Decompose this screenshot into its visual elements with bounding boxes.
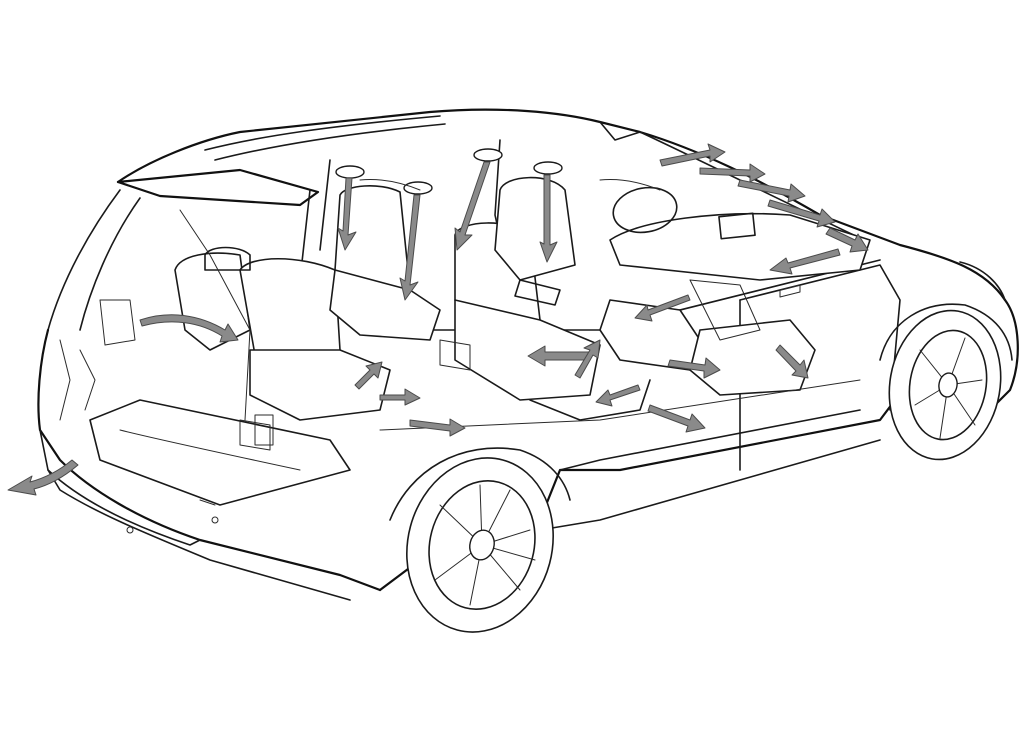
ceiling-vent-icon (533, 161, 563, 175)
front-seat-back (494, 176, 576, 281)
center-console (689, 279, 761, 341)
airflow-arrow-icon (399, 194, 421, 301)
third-row-headrest (204, 246, 251, 271)
third-row-latch (254, 414, 274, 446)
front-door-outline (739, 264, 901, 411)
second-row-seat-right-cushion (454, 299, 601, 401)
third-row-cushion (249, 349, 391, 421)
airflow-arrow-icon (737, 179, 806, 203)
rear-body-outline (37, 328, 382, 592)
front-wheel (879, 303, 1013, 461)
airflow-arrow-icon (647, 404, 706, 433)
rear-wheel-arch (389, 447, 571, 521)
ceiling-vents (335, 148, 563, 195)
airflow-arrow-icon (825, 227, 869, 253)
door-handle (779, 284, 801, 298)
airflow-arrow-icon (454, 161, 491, 251)
front-wheel-arch (879, 303, 1013, 361)
airflow-arrow-icon (354, 361, 383, 390)
airflow-arrow-icon (769, 248, 841, 275)
ceiling-vent-icon (473, 148, 503, 162)
second-row-seat-base (529, 379, 651, 421)
airflow-arrow-icon (139, 314, 239, 343)
rear-bumper (39, 429, 201, 546)
c-pillar-2 (319, 159, 331, 251)
rear-bumper-lower (47, 469, 351, 601)
side-body-line (559, 409, 861, 471)
steering-wheel (612, 186, 678, 234)
roof-rail-inner (214, 123, 446, 161)
rear-hub (469, 529, 495, 561)
ceiling-vent-icon (335, 165, 365, 179)
airflow-arrow-icon (699, 163, 766, 183)
front-rim (908, 329, 988, 441)
passenger-seat (689, 319, 816, 396)
airflow-arrow-icon (409, 418, 466, 437)
front-cabin (379, 176, 871, 431)
airflow-arrow-icon (767, 199, 836, 228)
airflow-arrow-icon (379, 388, 421, 406)
rear-window-frame-inner (79, 197, 141, 331)
airflow-arrow-icon (527, 345, 591, 367)
ceiling-vent-icon (403, 181, 433, 195)
airflow-arrow-icon (7, 459, 79, 496)
second-row-armrest (514, 279, 561, 306)
airflow-arrows (7, 143, 869, 496)
airflow-arrow-icon (574, 339, 601, 379)
cargo-well (119, 429, 301, 471)
third-row-seat (174, 209, 391, 446)
detail-lines (59, 179, 661, 534)
airflow-arrow-icon (634, 294, 691, 322)
rear-wheel (389, 447, 571, 633)
rear-rim (428, 479, 536, 611)
cargo-floor (89, 399, 351, 506)
roof-rail (204, 115, 441, 151)
airflow-arrow-icon (667, 357, 721, 379)
headlight (959, 261, 1006, 301)
a-pillar (599, 121, 641, 141)
airflow-arrow-icon (539, 174, 558, 263)
airflow-arrow-icon (595, 384, 641, 407)
third-row-backrest-left (174, 252, 251, 351)
third-row-seatbelt (179, 209, 251, 421)
front-hub (938, 372, 958, 398)
airflow-arrow-icon (337, 177, 357, 251)
airflow-arrow-icon (775, 344, 809, 379)
center-display (718, 212, 756, 240)
rear-spoiler (116, 168, 320, 207)
side-sill-lower (539, 439, 881, 531)
airflow-arrow-icon (659, 143, 726, 167)
rear-window-frame (47, 189, 121, 331)
